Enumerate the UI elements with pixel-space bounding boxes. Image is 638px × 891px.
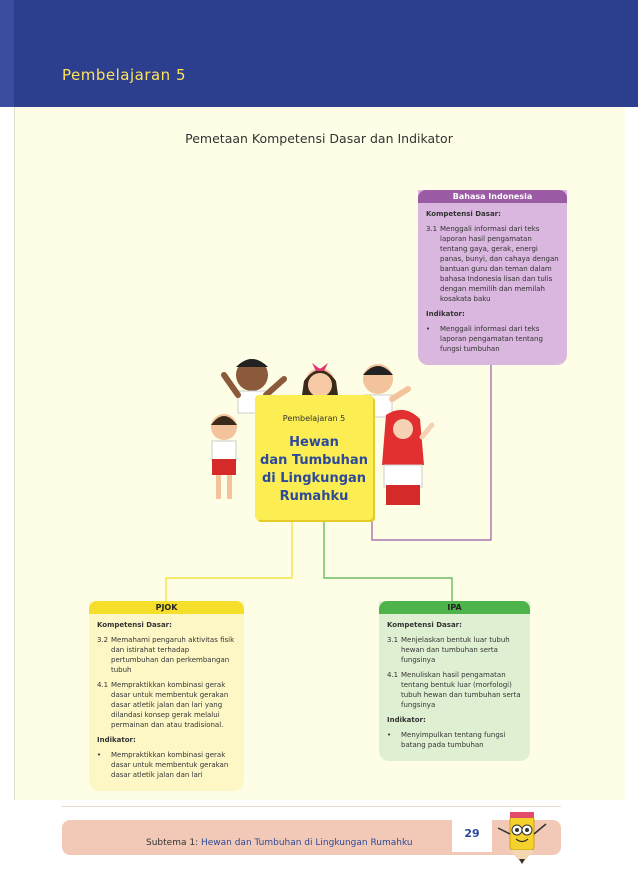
indikator-label: Indikator: [426, 310, 465, 318]
kd-label: Kompetensi Dasar: [97, 621, 172, 629]
page-title: Pemetaan Kompetensi Dasar dan Indikator [185, 131, 453, 146]
indikator-item: • Menyimpulkan tentang fungsi batang pad… [387, 730, 522, 750]
bahasa-indonesia-card: Bahasa Indonesia Kompetensi Dasar: 3.1 M… [418, 190, 567, 365]
kd-item: 3.1 Menggali informasi dari teks laporan… [426, 224, 559, 304]
kd-item: 4.1 Menuliskan hasil pengamatan tentang … [387, 670, 522, 710]
connector-ipa [323, 518, 453, 601]
center-title-line: Rumahku [279, 489, 349, 504]
connector-bahasa [371, 338, 492, 541]
indikator-item: • Menggali informasi dari teks laporan p… [426, 324, 559, 354]
footer-prefix: Subtema 1: [146, 838, 201, 848]
indikator-item: • Mempraktikkan kombinasi gerak dasar un… [97, 750, 236, 780]
kd-text: Mempraktikkan kombinasi gerak dasar untu… [111, 681, 229, 729]
ipa-card: IPA Kompetensi Dasar: 3.1 Menjelaskan be… [379, 601, 530, 761]
kd-number: 3.2 [97, 636, 109, 644]
bullet: • [426, 325, 431, 333]
kd-number: 3.1 [387, 636, 399, 644]
connector-pjok [165, 518, 293, 601]
kd-label: Kompetensi Dasar: [387, 621, 462, 629]
pencil-mascot-icon [497, 812, 547, 864]
center-banner [255, 395, 373, 520]
kd-label: Kompetensi Dasar: [426, 210, 501, 218]
indikator-text: Menyimpulkan tentang fungsi batang pada … [401, 731, 506, 749]
indikator-text: Mempraktikkan kombinasi gerak dasar untu… [111, 751, 229, 779]
ipa-title: IPA [379, 601, 530, 614]
center-title-line: di Lingkungan [261, 471, 367, 486]
kd-text: Menjelaskan bentuk luar tubuh hewan dan … [401, 636, 510, 664]
center-title: Hewan dan Tumbuhan di Lingkungan Rumahku [255, 434, 373, 506]
header-band [0, 0, 638, 107]
kd-item: 3.2 Memahami pengaruh aktivitas fisik da… [97, 635, 236, 675]
kd-text: Memahami pengaruh aktivitas fisik dan is… [111, 636, 235, 674]
bullet: • [387, 731, 392, 739]
center-title-line: Hewan [289, 435, 339, 450]
kd-item: 3.1 Menjelaskan bentuk luar tubuh hewan … [387, 635, 522, 665]
header-title: Pembelajaran 5 [62, 66, 186, 84]
footer-subtitle: Hewan dan Tumbuhan di Lingkungan Rumahku [200, 838, 413, 848]
bullet: • [97, 751, 102, 759]
kd-number: 4.1 [387, 671, 399, 679]
header-edge [0, 0, 14, 107]
kd-text: Menuliskan hasil pengamatan tentang bent… [401, 671, 521, 709]
bahasa-indonesia-title: Bahasa Indonesia [418, 190, 567, 203]
indikator-label: Indikator: [97, 736, 136, 744]
page-number: 29 [452, 820, 492, 852]
kd-number: 4.1 [97, 681, 109, 689]
divider [62, 806, 561, 807]
kd-item: 4.1 Mempraktikkan kombinasi gerak dasar … [97, 680, 236, 730]
pjok-title: PJOK [89, 601, 244, 614]
pjok-card: PJOK Kompetensi Dasar: 3.2 Memahami peng… [89, 601, 244, 791]
center-title-line: dan Tumbuhan [260, 453, 368, 468]
kd-text: Menggali informasi dari teks laporan has… [440, 225, 559, 303]
indikator-label: Indikator: [387, 716, 426, 724]
center-subtitle: Pembelajaran 5 [282, 414, 346, 423]
footer-text: Subtema 1: Hewan dan Tumbuhan di Lingkun… [146, 838, 413, 848]
indikator-text: Menggali informasi dari teks laporan pen… [440, 325, 543, 353]
kd-number: 3.1 [426, 225, 438, 233]
